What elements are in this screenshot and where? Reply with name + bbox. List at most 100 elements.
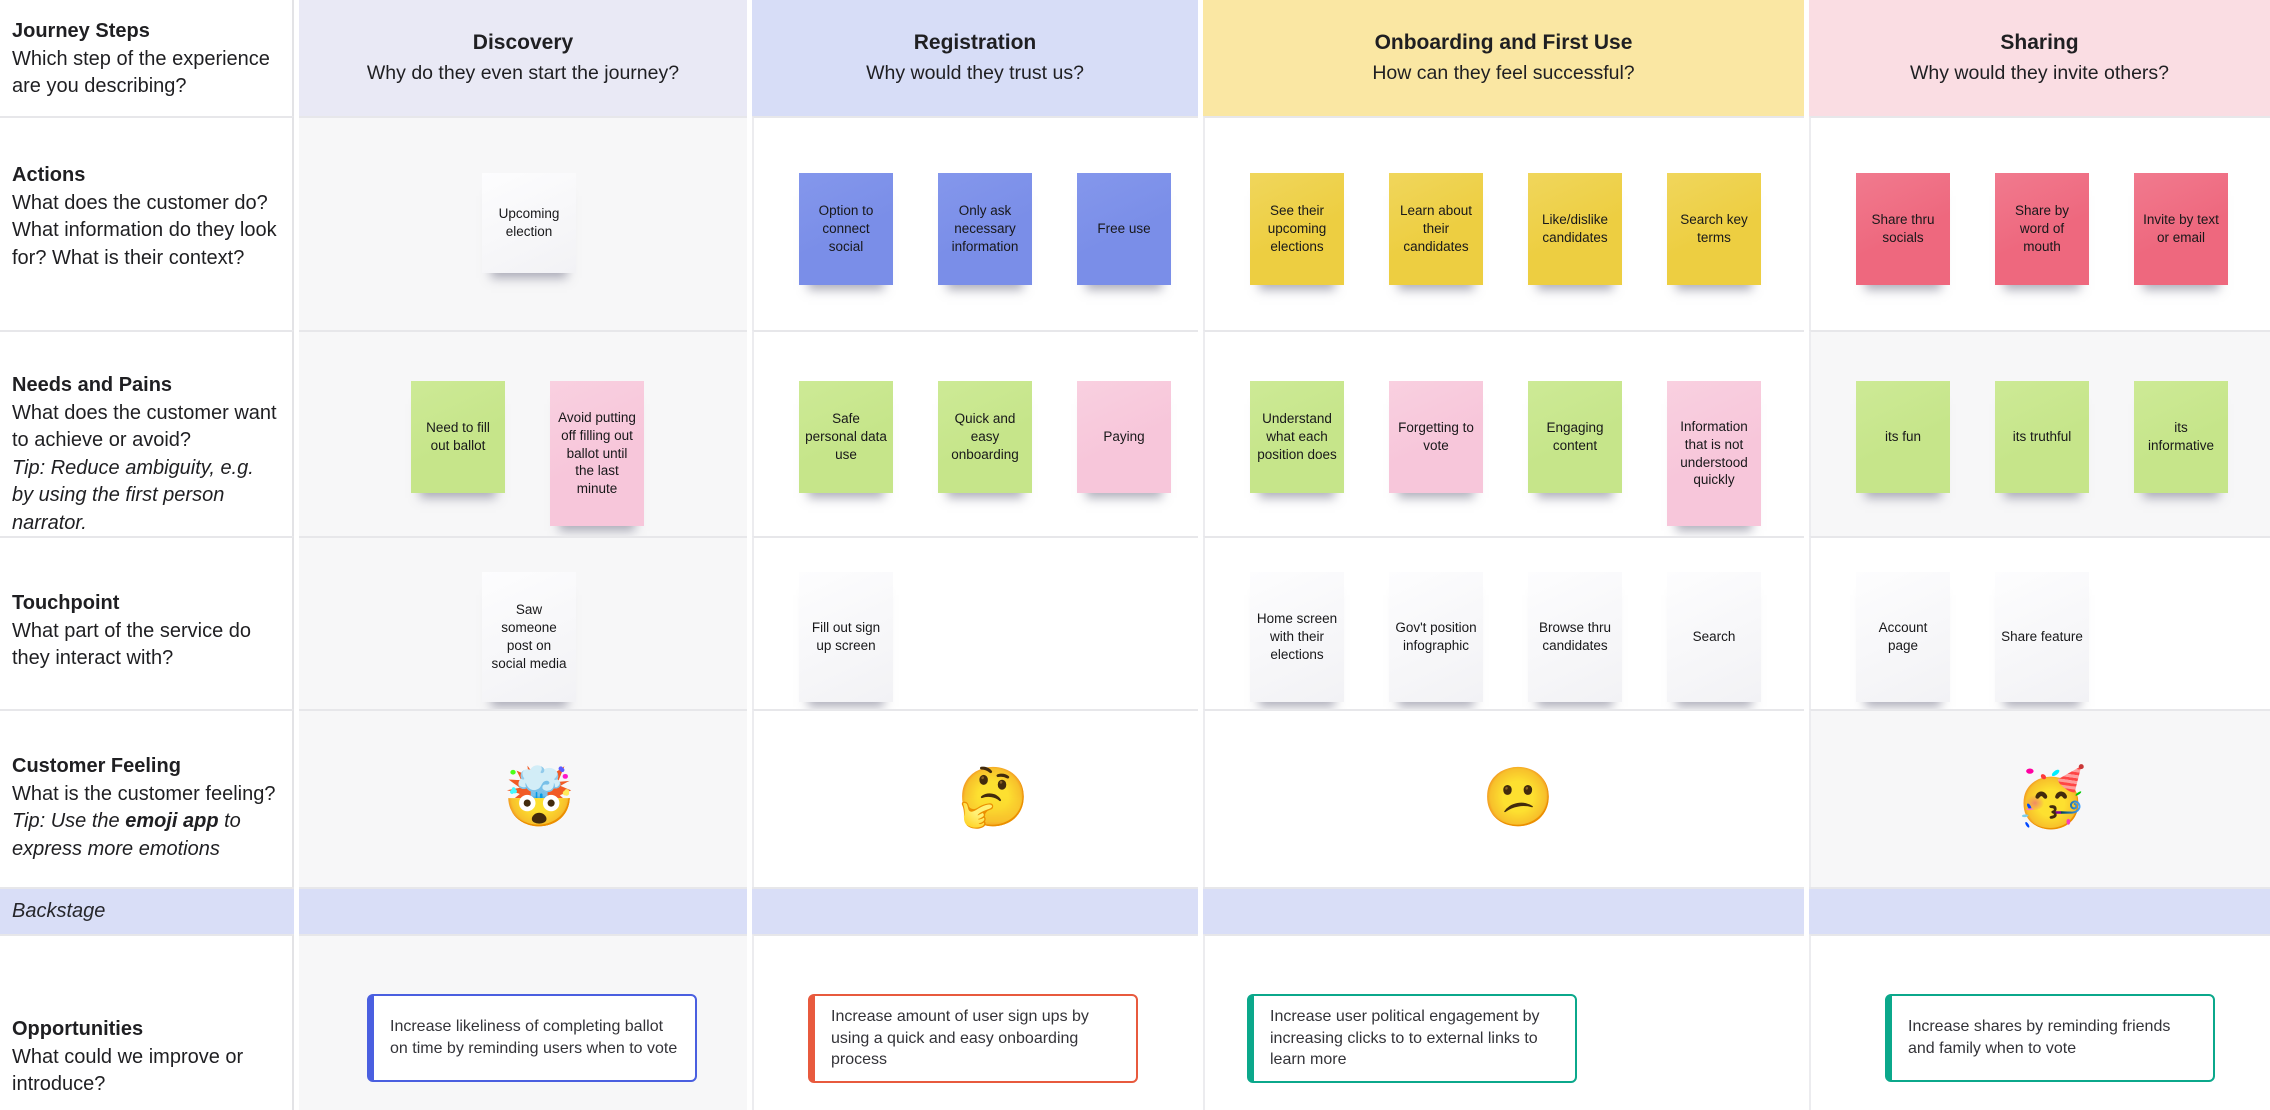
cell-touchpoint-sharing: Account page Share feature [1809, 536, 2270, 709]
sticky-text: Forgetting to vote [1398, 420, 1474, 453]
confused-face-emoji[interactable]: 😕 [1482, 765, 1555, 830]
sticky-note[interactable]: Gov't position infographic [1389, 572, 1483, 702]
cell-actions-registration: Option to connect social Only ask necess… [752, 116, 1198, 330]
row-desc: What does the customer want to achieve o… [12, 401, 277, 452]
sticky-note[interactable]: Search key terms [1667, 173, 1761, 285]
backstage-band-sharing [1809, 887, 2270, 934]
sticky-text: Search [1692, 629, 1736, 645]
sticky-note[interactable]: Search [1667, 572, 1761, 702]
sticky-note[interactable]: Home screen with their elections [1250, 572, 1344, 702]
sticky-note[interactable]: Fill out sign up screen [799, 572, 893, 702]
sticky-text: Invite by text or email [2143, 212, 2219, 245]
sticky-text: Avoid putting off filling out ballot unt… [558, 409, 636, 497]
column-title: Sharing [2000, 31, 2079, 54]
cell-opportunities-onboarding: Increase user political engagement by in… [1203, 934, 1804, 1110]
cell-feeling-onboarding: 😕 [1203, 709, 1804, 887]
sticky-note[interactable]: its informative [2134, 381, 2228, 493]
sticky-note[interactable]: Paying [1077, 381, 1171, 493]
opportunity-card[interactable]: Increase user political engagement by in… [1247, 994, 1577, 1083]
row-label-feeling: Customer Feeling What is the customer fe… [0, 709, 294, 887]
row-label-touchpoint: Touchpoint What part of the service do t… [0, 536, 294, 709]
sticky-note[interactable]: Share feature [1995, 572, 2089, 702]
sticky-text: its fun [1884, 429, 1922, 445]
sticky-text: Quick and easy onboarding [951, 411, 1019, 462]
column-header-sharing[interactable]: Sharing Why would they invite others? [1809, 0, 2270, 116]
column-title: Discovery [472, 31, 574, 54]
sticky-note[interactable]: Avoid putting off filling out ballot unt… [550, 381, 644, 526]
sticky-text: Option to connect social [818, 203, 874, 254]
sticky-note[interactable]: Share thru socials [1856, 173, 1950, 285]
row-desc: What is the customer feeling? [12, 782, 276, 805]
sticky-text: Share by word of mouth [2014, 203, 2070, 254]
sticky-note[interactable]: Only ask necessary information [938, 173, 1032, 285]
cell-feeling-sharing: 🥳 [1809, 709, 2270, 887]
row-title: Journey Steps [12, 20, 150, 42]
sticky-text: Browse thru candidates [1538, 620, 1612, 653]
row-title: Actions [12, 164, 86, 186]
cell-needs-registration: Safe personal data use Quick and easy on… [752, 330, 1198, 536]
sticky-text: Learn about their candidates [1399, 203, 1473, 254]
column-subtitle: Why would they trust us? [866, 62, 1084, 84]
row-label-needs: Needs and Pains What does the customer w… [0, 330, 294, 536]
sticky-text: Only ask necessary information [951, 203, 1019, 254]
sticky-text: its informative [2147, 420, 2215, 453]
partying-face-emoji[interactable]: 🥳 [2015, 765, 2088, 830]
cell-needs-onboarding: Understand what each position does Forge… [1203, 330, 1804, 536]
backstage-band-registration [752, 887, 1198, 934]
column-header-registration[interactable]: Registration Why would they trust us? [752, 0, 1198, 116]
sticky-text: Account page [1878, 620, 1928, 653]
sticky-note[interactable]: Free use [1077, 173, 1171, 285]
opportunity-text: Increase amount of user sign ups by usin… [831, 1008, 1089, 1069]
sticky-note[interactable]: Browse thru candidates [1528, 572, 1622, 702]
sticky-note[interactable]: Need to fill out ballot [411, 381, 505, 493]
sticky-note[interactable]: See their upcoming elections [1250, 173, 1344, 285]
cell-feeling-discovery: 🤯 [299, 709, 747, 887]
opportunity-card[interactable]: Increase shares by reminding friends and… [1885, 994, 2215, 1082]
sticky-note[interactable]: Option to connect social [799, 173, 893, 285]
row-label-backstage: Backstage [0, 887, 294, 934]
sticky-text: Free use [1097, 221, 1151, 237]
cell-opportunities-sharing: Increase shares by reminding friends and… [1809, 934, 2270, 1110]
sticky-note[interactable]: Invite by text or email [2134, 173, 2228, 285]
backstage-band-discovery [299, 887, 747, 934]
sticky-note[interactable]: Understand what each position does [1250, 381, 1344, 493]
column-header-discovery[interactable]: Discovery Why do they even start the jou… [299, 0, 747, 116]
sticky-note[interactable]: Information that is not understood quick… [1667, 381, 1761, 526]
opportunity-text: Increase shares by reminding friends and… [1908, 1018, 2171, 1057]
sticky-note[interactable]: Saw someone post on social media [482, 572, 576, 702]
sticky-note[interactable]: Like/dislike candidates [1528, 173, 1622, 285]
sticky-text: Need to fill out ballot [426, 420, 490, 453]
sticky-text: Like/dislike candidates [1541, 212, 1609, 245]
sticky-text: Share thru socials [1871, 212, 1935, 245]
column-header-onboarding[interactable]: Onboarding and First Use How can they fe… [1203, 0, 1804, 116]
sticky-note[interactable]: Learn about their candidates [1389, 173, 1483, 285]
opportunity-text: Increase likeliness of completing ballot… [390, 1018, 678, 1057]
sticky-note[interactable]: Account page [1856, 572, 1950, 702]
row-desc: What could we improve or introduce? [12, 1045, 244, 1096]
opportunity-card[interactable]: Increase amount of user sign ups by usin… [808, 994, 1138, 1083]
cell-touchpoint-registration: Fill out sign up screen [752, 536, 1198, 709]
row-tip: Tip: Reduce ambiguity, e.g. by using the… [12, 456, 254, 534]
thinking-face-emoji[interactable]: 🤔 [957, 765, 1030, 830]
sticky-note[interactable]: Safe personal data use [799, 381, 893, 493]
column-subtitle: Why would they invite others? [1909, 62, 2170, 84]
sticky-text: Paying [1103, 429, 1145, 445]
cell-needs-discovery: Need to fill out ballot Avoid putting of… [299, 330, 747, 536]
sticky-text: its truthful [2012, 429, 2072, 445]
sticky-note[interactable]: Forgetting to vote [1389, 381, 1483, 493]
row-title: Opportunities [12, 1018, 144, 1040]
opportunity-text: Increase user political engagement by in… [1270, 1008, 1540, 1069]
sticky-note[interactable]: its fun [1856, 381, 1950, 493]
exploding-head-emoji[interactable]: 🤯 [503, 765, 576, 830]
sticky-note[interactable]: Share by word of mouth [1995, 173, 2089, 285]
cell-touchpoint-discovery: Saw someone post on social media [299, 536, 747, 709]
sticky-note[interactable]: its truthful [1995, 381, 2089, 493]
sticky-text: Home screen with their elections [1256, 611, 1338, 662]
opportunity-card[interactable]: Increase likeliness of completing ballot… [367, 994, 697, 1082]
sticky-note[interactable]: Engaging content [1528, 381, 1622, 493]
row-title: Touchpoint [12, 592, 120, 614]
sticky-text: See their upcoming elections [1267, 203, 1327, 254]
sticky-note[interactable]: Quick and easy onboarding [938, 381, 1032, 493]
sticky-note[interactable]: Upcoming election [482, 173, 576, 273]
column-subtitle: How can they feel successful? [1372, 62, 1635, 84]
